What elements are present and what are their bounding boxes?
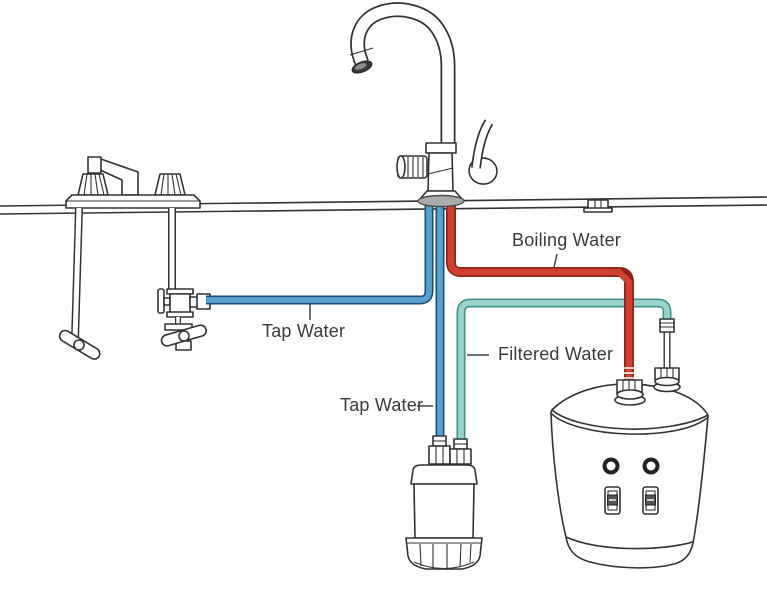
valve-cross-handle bbox=[157, 288, 165, 314]
fittings bbox=[428, 318, 680, 465]
tank-switch-right bbox=[642, 486, 659, 515]
tank-knob-right bbox=[642, 457, 660, 475]
mounting-clip bbox=[583, 199, 613, 213]
boiler-tank bbox=[550, 381, 709, 569]
faucet-lever bbox=[471, 119, 494, 169]
leader-lines bbox=[309, 253, 558, 407]
tank-knob-left bbox=[602, 457, 620, 475]
water-filter bbox=[405, 464, 483, 570]
filtered-water-pipe bbox=[456, 298, 672, 444]
boiling-water-leader bbox=[553, 253, 558, 268]
tap-water-pipe-to-faucet bbox=[206, 203, 434, 305]
sink-faucet bbox=[65, 156, 201, 209]
boiling-water-label: Boiling Water bbox=[512, 230, 621, 250]
tap-water-bottom-label: Tap Water bbox=[340, 395, 424, 415]
aerator bbox=[351, 60, 373, 74]
tank-top bbox=[551, 383, 709, 430]
faucet-knob bbox=[396, 155, 428, 179]
tap-water-left-label: Tap Water bbox=[262, 321, 346, 341]
filtered-water-label: Filtered Water bbox=[498, 344, 614, 364]
tank-switch-left bbox=[604, 486, 621, 515]
supply-valves bbox=[58, 207, 211, 360]
faucet-flange bbox=[417, 194, 465, 208]
handle-escutcheon bbox=[468, 157, 498, 185]
boiling-water-pipe bbox=[446, 203, 637, 380]
three-way-faucet bbox=[349, 2, 498, 208]
